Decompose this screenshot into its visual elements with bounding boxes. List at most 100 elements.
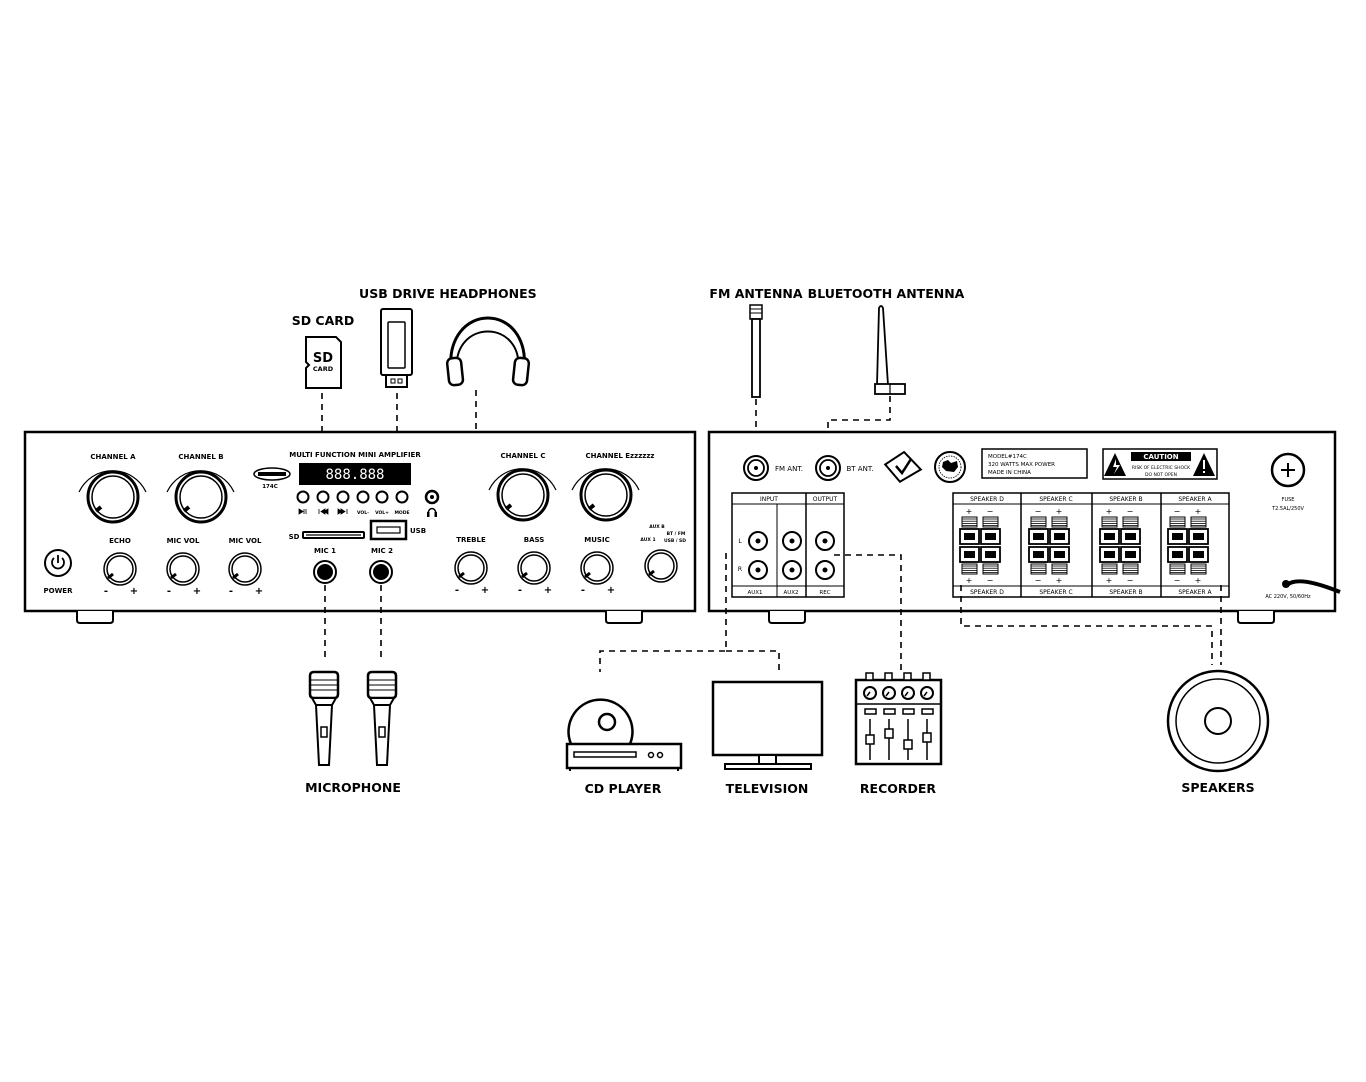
led-display-text: 888.888 bbox=[325, 467, 384, 483]
microphone-2-icon bbox=[366, 670, 398, 766]
terminal-sign: − bbox=[1127, 507, 1134, 516]
channel-a-knob[interactable] bbox=[78, 470, 147, 524]
music-plus: + bbox=[607, 585, 615, 596]
terminal-sign: + bbox=[1106, 576, 1113, 585]
terminal-sign: − bbox=[1035, 576, 1042, 585]
sd-card-icon-text-bottom: CARD bbox=[313, 365, 334, 373]
mic1-jack[interactable] bbox=[313, 560, 337, 584]
usb-port-label: USB bbox=[410, 527, 426, 535]
source-selector-knob[interactable] bbox=[644, 549, 678, 583]
echo-plus: + bbox=[130, 586, 138, 597]
terminal-sign: − bbox=[987, 507, 994, 516]
bass-minus: - bbox=[518, 585, 522, 596]
terminal-grip bbox=[1190, 563, 1207, 575]
vol-plus-label: VOL+ bbox=[375, 510, 389, 516]
speaker-d-header: SPEAKER D bbox=[970, 496, 1004, 503]
usb-port[interactable] bbox=[369, 519, 408, 541]
terminal-grip bbox=[982, 563, 999, 575]
speaker-c-footer: SPEAKER C bbox=[1039, 589, 1072, 596]
mic-vol-2-minus: - bbox=[229, 586, 233, 597]
channel-c-knob[interactable] bbox=[488, 468, 557, 522]
aux1-right-jack[interactable] bbox=[748, 560, 768, 580]
terminal-grip bbox=[1122, 563, 1139, 575]
caution-line2: DO NOT OPEN bbox=[1145, 472, 1177, 478]
fm-ant-connector[interactable] bbox=[743, 455, 769, 481]
front-channel-e-label: CHANNEL Ezzzzzz bbox=[585, 452, 654, 460]
bt-ant-connector[interactable] bbox=[815, 455, 841, 481]
treble-knob[interactable] bbox=[454, 551, 488, 585]
speaker-c-header: SPEAKER C bbox=[1039, 496, 1072, 503]
mic-vol-2-knob[interactable] bbox=[228, 552, 262, 586]
speaker-d-terminal-group: ++−− bbox=[959, 507, 1001, 585]
speaker-b-footer: SPEAKER B bbox=[1109, 589, 1142, 596]
speaker-a-terminal-group: −−++ bbox=[1167, 507, 1209, 585]
mode-button[interactable] bbox=[395, 490, 409, 504]
aux-1-label: AUX 1 bbox=[640, 537, 655, 543]
terminal-grip bbox=[982, 516, 999, 528]
label-headphones: HEADPHONES bbox=[439, 286, 536, 301]
ac-label: AC 220V, 50/60Hz bbox=[1265, 594, 1311, 600]
speaker-d-footer: SPEAKER D bbox=[970, 589, 1004, 596]
vol-minus-button[interactable] bbox=[356, 490, 370, 504]
aux2-left-jack[interactable] bbox=[782, 531, 802, 551]
power-button[interactable] bbox=[44, 549, 72, 577]
power-icon bbox=[51, 557, 65, 570]
output-label: OUTPUT bbox=[813, 496, 838, 503]
mic-vol-2-label: MIC VOL bbox=[229, 537, 262, 545]
terminal-sign: − bbox=[1127, 576, 1134, 585]
front-title: MULTI FUNCTION MINI AMPLIFIER bbox=[289, 451, 421, 459]
play-pause-button[interactable] bbox=[296, 490, 310, 504]
fuse-holder[interactable] bbox=[1270, 452, 1306, 488]
channel-e-knob[interactable] bbox=[571, 468, 640, 522]
rcm-compliance-icon bbox=[883, 450, 923, 483]
rec-left-jack[interactable] bbox=[815, 531, 835, 551]
aux-b-label: AUX B bbox=[649, 524, 665, 530]
aux2-right-jack[interactable] bbox=[782, 560, 802, 580]
model-label-line1: MODEL#174C bbox=[988, 454, 1027, 460]
front-amplifier-panel: CHANNEL A CHANNEL B CHANNEL C CHANNEL Ez… bbox=[23, 430, 697, 624]
terminal-sign: − bbox=[1174, 507, 1181, 516]
next-button[interactable] bbox=[336, 490, 350, 504]
mic-vol-1-plus: + bbox=[193, 586, 201, 597]
prev-button[interactable] bbox=[316, 490, 330, 504]
model-label-line3: MADE IN CHINA bbox=[988, 470, 1031, 476]
rec-label: REC bbox=[819, 590, 830, 596]
label-microphone: MICROPHONE bbox=[305, 780, 401, 795]
aux1-left-jack[interactable] bbox=[748, 531, 768, 551]
mic1-label: MIC 1 bbox=[314, 547, 336, 555]
microphone-1-icon bbox=[308, 670, 340, 766]
mic-vol-1-knob[interactable] bbox=[166, 552, 200, 586]
bass-plus: + bbox=[544, 585, 552, 596]
terminal-grip bbox=[1051, 516, 1068, 528]
music-label: MUSIC bbox=[584, 536, 609, 544]
mic2-jack[interactable] bbox=[369, 560, 393, 584]
terminal-sign: + bbox=[1056, 507, 1063, 516]
mode-label: MODE bbox=[394, 510, 409, 516]
model-label-box bbox=[981, 448, 1088, 479]
rear-amplifier-panel: FM ANT. BT ANT. MODEL#174C 320 WATTS MAX… bbox=[707, 430, 1341, 624]
front-channel-b-label: CHANNEL B bbox=[178, 453, 223, 461]
terminal-grip bbox=[1030, 516, 1047, 528]
headphones-icon bbox=[445, 316, 531, 387]
headphone-jack[interactable] bbox=[424, 489, 440, 517]
label-fm-antenna: FM ANTENNA bbox=[709, 286, 802, 301]
speaker-b-header: SPEAKER B bbox=[1109, 496, 1142, 503]
terminal-sign: − bbox=[1174, 576, 1181, 585]
label-sd-card: SD CARD bbox=[292, 313, 355, 328]
terminal-grip bbox=[961, 563, 978, 575]
front-channel-a-label: CHANNEL A bbox=[90, 453, 136, 461]
echo-knob[interactable] bbox=[103, 552, 137, 586]
music-knob[interactable] bbox=[580, 551, 614, 585]
treble-label: TREBLE bbox=[456, 536, 486, 544]
sd-slot-label: SD bbox=[289, 533, 300, 541]
aux1-label: AUX1 bbox=[747, 590, 762, 596]
vol-plus-button[interactable] bbox=[375, 490, 389, 504]
terminal-groups: ++−−−−++++−−−−++ bbox=[959, 507, 1209, 585]
music-minus: - bbox=[581, 585, 585, 596]
rec-right-jack[interactable] bbox=[815, 560, 835, 580]
channel-b-knob[interactable] bbox=[166, 470, 235, 524]
mic-vol-1-label: MIC VOL bbox=[167, 537, 200, 545]
fuse-rating: T2.5AL/250V bbox=[1271, 506, 1304, 512]
bass-knob[interactable] bbox=[517, 551, 551, 585]
